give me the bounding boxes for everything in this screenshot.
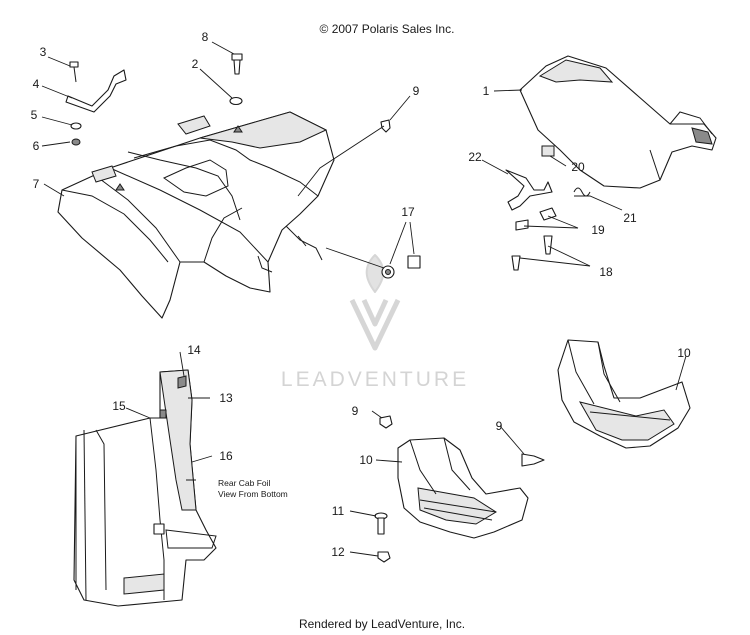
callout-21: 21 [623, 211, 637, 225]
callout-14: 14 [187, 343, 201, 357]
bracket-22 [505, 169, 553, 211]
bracket-4 [65, 69, 127, 113]
callout-labels: 3 4 5 6 7 8 2 9 17 1 20 21 22 19 18 10 1… [31, 30, 691, 559]
callout-12: 12 [331, 545, 345, 559]
callout-22: 22 [468, 150, 482, 164]
note-line-2: View From Bottom [218, 489, 288, 499]
rear-cab-panel [73, 369, 217, 607]
callout-15: 15 [112, 399, 126, 413]
callout-11: 11 [332, 504, 345, 518]
callout-7: 7 [33, 177, 40, 191]
callout-10-lower: 10 [359, 453, 373, 467]
screw-8 [231, 53, 243, 75]
callout-6: 6 [33, 139, 40, 153]
grommets-17 [381, 255, 421, 279]
callout-17: 17 [401, 205, 415, 219]
spring-21 [573, 187, 591, 197]
watermark: LEADVENTURE [281, 254, 469, 391]
push-rivet-9-mid-right [521, 453, 545, 467]
callout-19: 19 [591, 223, 605, 237]
callout-13: 13 [219, 391, 233, 405]
callout-9-mid-right: 9 [496, 419, 503, 433]
bumper-20 [541, 145, 555, 157]
nut-6 [71, 138, 81, 146]
copyright-text: © 2007 Polaris Sales Inc. [320, 22, 455, 36]
washer-2 [229, 96, 243, 106]
callout-3: 3 [40, 45, 47, 59]
footer-text: Rendered by LeadVenture, Inc. [299, 617, 465, 631]
bolt-3 [69, 61, 79, 83]
clip-19 [515, 207, 557, 231]
callout-16: 16 [219, 449, 233, 463]
bolt-11 [374, 512, 388, 535]
pins-18 [511, 235, 553, 271]
rear-fender-assembly [57, 111, 335, 319]
callout-4: 4 [33, 77, 40, 91]
footwell-upper [557, 339, 691, 449]
callout-9-mid-left: 9 [352, 404, 359, 418]
rear-cab-foil-note: Rear Cab Foil View From Bottom [218, 478, 288, 499]
callout-18: 18 [599, 265, 613, 279]
callout-1: 1 [483, 84, 490, 98]
watermark-logo [349, 254, 401, 351]
watermark-text: LEADVENTURE [281, 368, 469, 391]
seat [519, 55, 717, 189]
callout-2: 2 [192, 57, 199, 71]
washer-5 [70, 122, 82, 130]
push-rivet-9-top [380, 119, 391, 133]
leader-lines [41, 41, 687, 557]
nut-12 [377, 551, 391, 563]
note-line-1: Rear Cab Foil [218, 478, 271, 488]
push-rivet-9-mid-left [379, 415, 393, 429]
callout-9-top: 9 [413, 84, 420, 98]
callout-5: 5 [31, 108, 38, 122]
footwell-lower [397, 437, 529, 539]
callout-10-upper: 10 [677, 346, 691, 360]
callout-20: 20 [571, 160, 585, 174]
callout-8: 8 [202, 30, 209, 44]
